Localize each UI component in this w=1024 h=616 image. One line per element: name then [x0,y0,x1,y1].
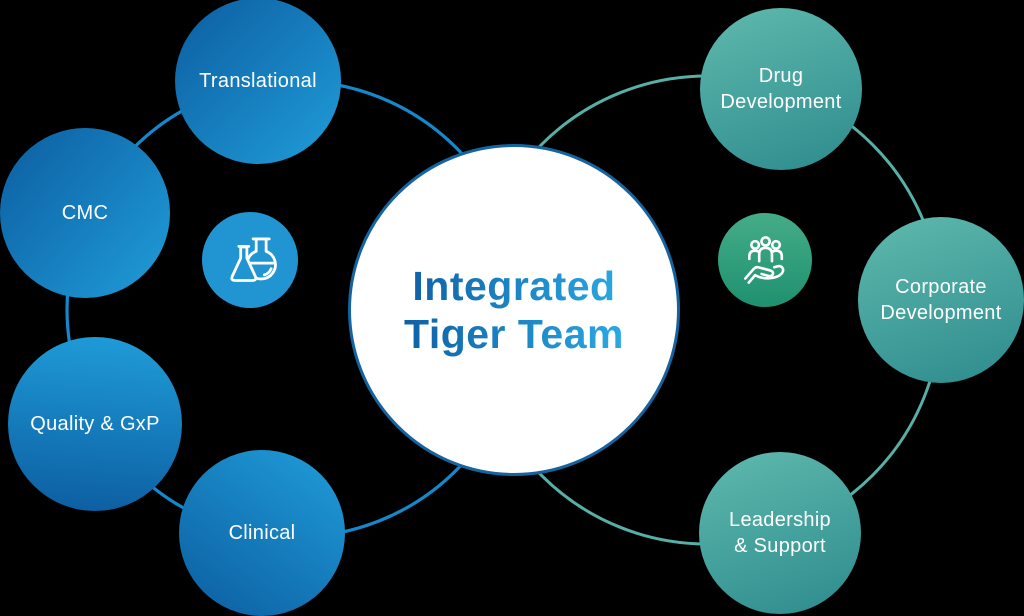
node-clinical: Clinical [179,450,345,616]
node-quality-gxp: Quality & GxP [8,337,182,511]
hand-holding-people-icon [743,236,785,284]
node-label: CMC [61,202,109,224]
node-label: Leadership & Support [729,509,831,557]
node-leadership-support: Leadership & Support [699,452,861,614]
node-label: Clinical [228,522,296,544]
node-label: Quality & GxP [30,413,160,435]
center-title: Integrated Tiger Team [404,262,624,357]
node-label: Drug Development [720,65,842,113]
center-circle: Integrated Tiger Team [348,144,680,476]
node-label: Translational [199,70,317,92]
lab-flasks-icon [230,237,277,282]
node-drug-development: Drug Development [700,8,862,170]
node-label: Corporate Development [880,276,1002,324]
node-corporate-development: Corporate Development [858,217,1024,383]
hand-icon-circle [718,213,812,307]
flask-icon-circle [202,212,298,308]
node-translational: Translational [175,0,341,164]
node-cmc: CMC [0,128,170,298]
